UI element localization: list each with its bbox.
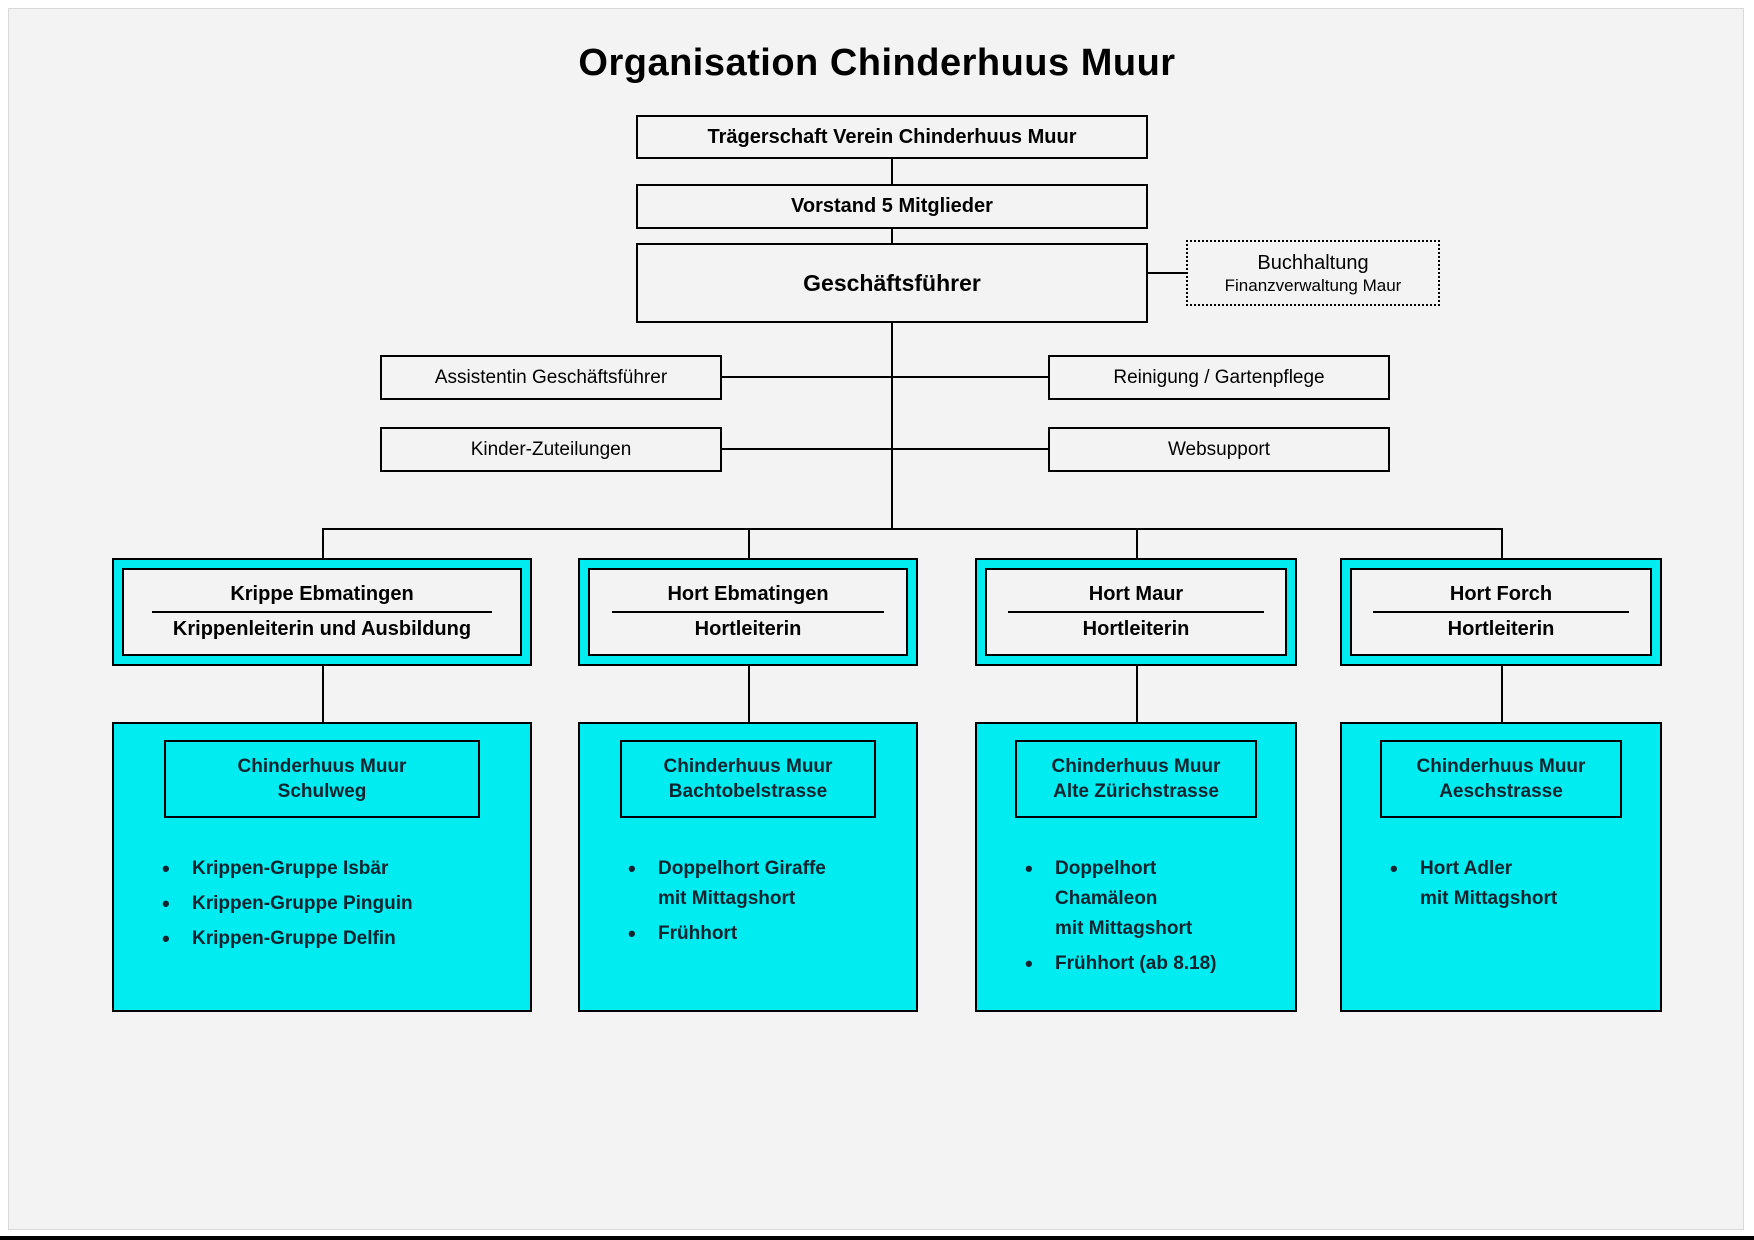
site-title-box: Chinderhuus Muur Alte Zürichstrasse [1015, 740, 1257, 818]
site-title-box: Chinderhuus Muur Bachtobelstrasse [620, 740, 876, 818]
connector-buchhaltung [1148, 272, 1186, 274]
branch-unit-label: Hort Maur [1088, 583, 1184, 605]
bullet-item: Frühhort (ab 8.18) [1019, 949, 1287, 979]
branch-unit-label: Hort Forch [1449, 583, 1553, 605]
branch-role-label: Hortleiterin [694, 618, 802, 640]
connector-drop-branch2 [748, 528, 750, 558]
header-separator [1372, 611, 1630, 613]
header-separator [1007, 611, 1265, 613]
site-line1: Chinderhuus Muur [237, 756, 407, 777]
branch-detail-bachtobelstrasse: Chinderhuus Muur Bachtobelstrasse Doppel… [578, 722, 918, 1012]
bullet-item: Hort Adler mit Mittagshort [1384, 854, 1652, 914]
box-assistentin: Assistentin Geschäftsführer [380, 355, 722, 400]
box-reinigung: Reinigung / Gartenpflege [1048, 355, 1390, 400]
connector-branch2-site [748, 666, 750, 722]
bullet-item: Doppelhort Giraffe mit Mittagshort [622, 854, 908, 914]
group-list: Krippen-Gruppe IsbärKrippen-Gruppe Pingu… [114, 854, 530, 954]
connector-branch4-site [1501, 666, 1503, 722]
buchhaltung-line1: Buchhaltung [1257, 251, 1369, 274]
branch-header-hort-ebmatingen: Hort Ebmatingen Hortleiterin [578, 558, 918, 666]
box-buchhaltung: Buchhaltung Finanzverwaltung Maur [1186, 240, 1440, 306]
site-line2: Schulweg [277, 781, 367, 802]
buchhaltung-line2: Finanzverwaltung Maur [1224, 275, 1402, 295]
branch-header-hort-maur: Hort Maur Hortleiterin [975, 558, 1297, 666]
site-line2: Bachtobelstrasse [668, 781, 828, 802]
connector-branch1-site [322, 666, 324, 722]
connector-drop-branch3 [1136, 528, 1138, 558]
branch-detail-alte-zuerichstrasse: Chinderhuus Muur Alte Zürichstrasse Dopp… [975, 722, 1297, 1012]
branch-unit-label: Hort Ebmatingen [667, 583, 829, 605]
connector-trunk [891, 323, 893, 530]
site-line1: Chinderhuus Muur [1051, 756, 1221, 777]
box-traegerschaft: Trägerschaft Verein Chinderhuus Muur [636, 115, 1148, 159]
branch-detail-aeschstrasse: Chinderhuus Muur Aeschstrasse Hort Adler… [1340, 722, 1662, 1012]
branch-header-inner: Krippe Ebmatingen Krippenleiterin und Au… [122, 568, 522, 656]
site-line2: Aeschstrasse [1439, 781, 1563, 802]
box-vorstand: Vorstand 5 Mitglieder [636, 184, 1148, 229]
branch-header-inner: Hort Maur Hortleiterin [985, 568, 1287, 656]
branch-role-label: Hortleiterin [1082, 618, 1190, 640]
box-geschaeftsfuehrer: Geschäftsführer [636, 243, 1148, 323]
connector-staff-row2 [722, 448, 1048, 450]
group-list: Doppelhort Giraffe mit MittagshortFrühho… [580, 854, 916, 949]
branch-role-label: Hortleiterin [1447, 618, 1555, 640]
site-line2: Alte Zürichstrasse [1053, 781, 1219, 802]
group-list: Hort Adler mit Mittagshort [1342, 854, 1660, 914]
branch-header-hort-forch: Hort Forch Hortleiterin [1340, 558, 1662, 666]
branch-role-label: Krippenleiterin und Ausbildung [172, 618, 472, 640]
bullet-item: Krippen-Gruppe Pinguin [156, 889, 522, 919]
site-line1: Chinderhuus Muur [663, 756, 833, 777]
site-title-box: Chinderhuus Muur Schulweg [163, 740, 481, 818]
bullet-item: Doppelhort Chamäleon mit Mittagshort [1019, 854, 1287, 944]
connector-branch3-site [1136, 666, 1138, 722]
box-kinder-zuteilungen: Kinder-Zuteilungen [380, 427, 722, 472]
branch-detail-schulweg: Chinderhuus Muur Schulweg Krippen-Gruppe… [112, 722, 532, 1012]
page-title: Organisation Chinderhuus Muur [578, 42, 1176, 84]
box-websupport: Websupport [1048, 427, 1390, 472]
connector-staff-row1 [722, 376, 1048, 378]
connector-lvl2-lvl3 [891, 229, 893, 243]
site-line1: Chinderhuus Muur [1416, 756, 1586, 777]
header-separator [151, 611, 493, 613]
branch-unit-label: Krippe Ebmatingen [230, 583, 414, 605]
bullet-item: Frühhort [622, 919, 908, 949]
branch-header-krippe-ebmatingen: Krippe Ebmatingen Krippenleiterin und Au… [112, 558, 532, 666]
branch-header-inner: Hort Ebmatingen Hortleiterin [588, 568, 908, 656]
bottom-border-line [0, 1236, 1754, 1240]
header-separator [612, 611, 884, 613]
branch-header-inner: Hort Forch Hortleiterin [1350, 568, 1652, 656]
site-title-box: Chinderhuus Muur Aeschstrasse [1380, 740, 1622, 818]
connector-distribution-bar [322, 528, 1503, 530]
group-list: Doppelhort Chamäleon mit MittagshortFrüh… [977, 854, 1295, 979]
connector-drop-branch1 [322, 528, 324, 558]
bullet-item: Krippen-Gruppe Isbär [156, 854, 522, 884]
bullet-item: Krippen-Gruppe Delfin [156, 924, 522, 954]
connector-drop-branch4 [1501, 528, 1503, 558]
connector-lvl1-lvl2 [891, 159, 893, 184]
